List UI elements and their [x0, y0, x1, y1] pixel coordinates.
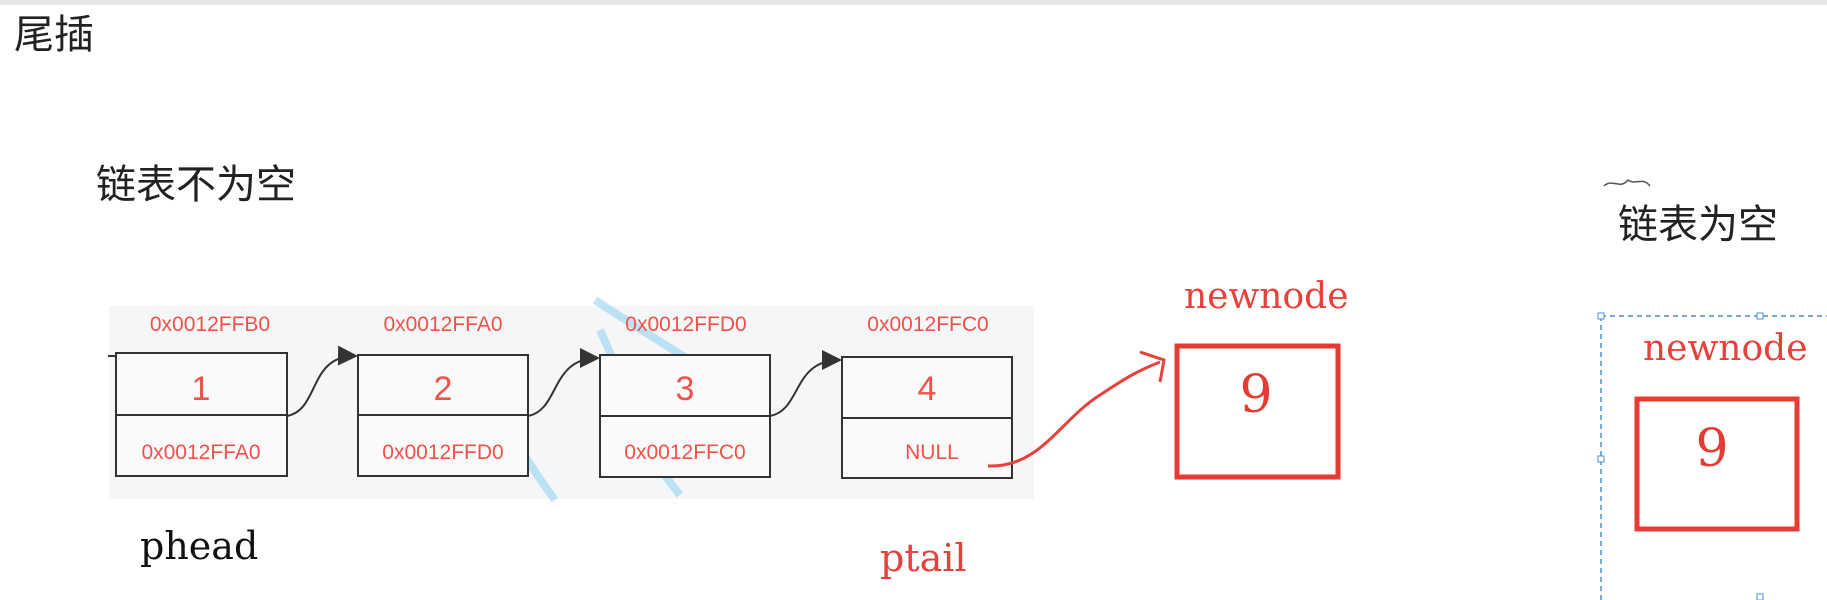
node-address-label: 0x0012FFB0: [150, 313, 270, 336]
empty-list-heading: 链表为空: [1618, 202, 1778, 248]
ptail-label: ptail: [880, 536, 967, 580]
newnode-box-empty: [1634, 396, 1800, 532]
node-next-field: 0x0012FFC0: [624, 441, 745, 464]
list-node-1: [115, 352, 288, 477]
page-title: 尾插: [14, 12, 94, 58]
list-node-4: [841, 356, 1013, 479]
selection-frame: [1597, 312, 1827, 600]
node-value: 4: [918, 370, 937, 408]
list-node-2: [357, 354, 529, 477]
pointer-arrow-2-3: [527, 348, 600, 417]
node-value: 3: [676, 370, 695, 408]
newnode-box: [1174, 343, 1341, 480]
top-border: [0, 0, 1827, 5]
scribble-mark: [1603, 178, 1651, 187]
nonempty-list-heading: 链表不为空: [96, 162, 296, 208]
pointer-arrow-3-4: [769, 350, 842, 417]
newnode-empty-label: newnode: [1643, 328, 1808, 369]
node-next-field: NULL: [905, 441, 959, 464]
red-arrowhead: [1139, 350, 1166, 383]
phead-label: phead: [140, 524, 259, 568]
node-value: 1: [192, 370, 211, 408]
pointer-arrow-1-2: [286, 345, 358, 417]
node-next-field: 0x0012FFD0: [382, 441, 503, 464]
node-address-label: 0x0012FFC0: [867, 313, 988, 336]
node-next-field: 0x0012FFA0: [141, 441, 260, 464]
newnode-empty-value: 9: [1695, 419, 1728, 479]
node-address-label: 0x0012FFA0: [383, 313, 502, 336]
tail-to-newnode-arrow: [987, 360, 1161, 468]
newnode-value: 9: [1239, 365, 1272, 425]
node-address-label: 0x0012FFD0: [625, 313, 746, 336]
node-value: 2: [434, 370, 453, 408]
newnode-label: newnode: [1184, 276, 1349, 317]
